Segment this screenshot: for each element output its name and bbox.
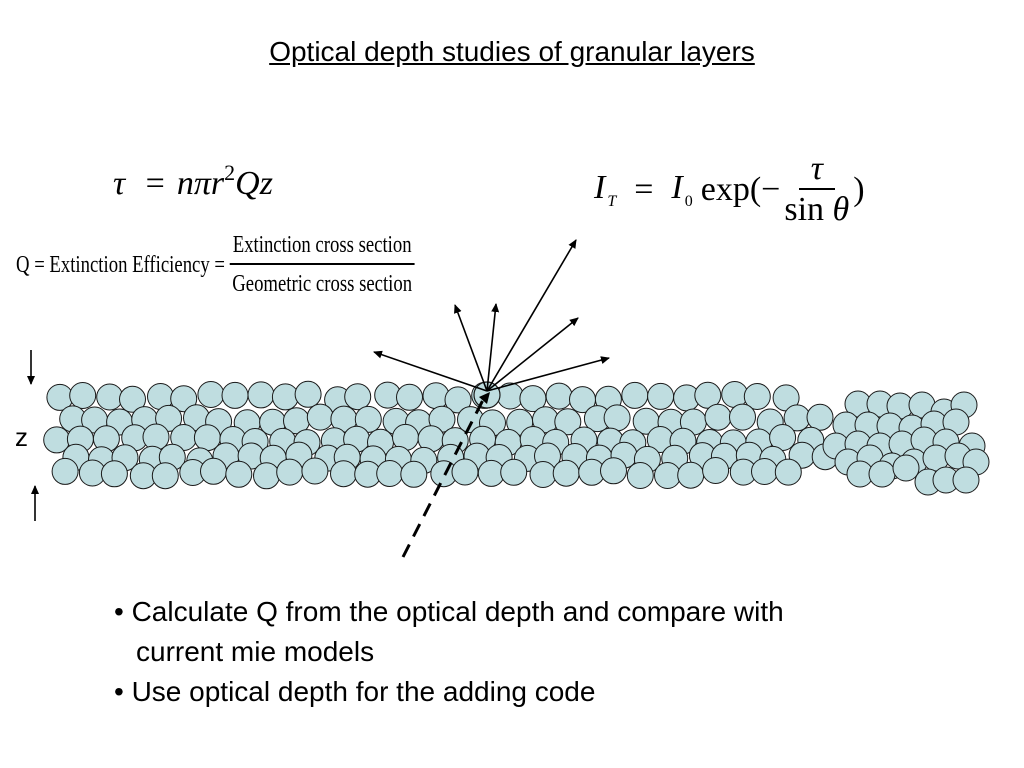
tau-symbol: τ [113,165,126,202]
particle [253,462,280,490]
tau-over-sin-theta: τ sin θ [784,150,849,230]
particle-layer [43,380,990,496]
particle [221,381,249,409]
particle [344,383,372,411]
particle [354,405,382,433]
particle [306,403,334,431]
particle [451,458,479,486]
sin-function: sin [784,191,825,228]
particle [444,386,472,414]
cross-section-fraction: Extinction cross section Geometric cross… [229,232,415,298]
incident-beam-line [401,395,487,558]
particle [197,381,225,408]
particle [170,385,198,413]
particle [677,461,705,489]
particle [400,460,428,488]
particle [743,383,771,410]
scattered-arrow [486,303,500,392]
scattered-rays [373,239,610,392]
particle [276,458,304,486]
scattered-arrow [373,350,488,392]
particle [704,403,732,431]
n-symbol: n [176,165,194,202]
scattered-arrow [454,304,488,392]
bullet-item: • Use optical depth for the adding code [114,672,784,712]
particle [545,382,573,410]
bullet-line-continued: current mie models [136,636,375,667]
particle [702,457,730,484]
particle [294,380,322,408]
particle [100,460,128,488]
particle [892,454,920,482]
particle [119,385,146,413]
theta-symbol: θ [832,191,850,228]
q-definition-lhs: Q = Extinction Efficiency = [16,251,225,278]
particle [774,458,802,486]
scattered-arrow [486,356,610,392]
close-paren: ) [853,171,865,208]
subscript-zero: 0 [684,193,693,210]
bullet-list: • Calculate Q from the optical depth and… [114,592,784,712]
particle [301,457,329,485]
particle [647,382,675,410]
particle [603,404,631,432]
particle [422,382,450,410]
particle [729,403,756,431]
particle [225,460,253,488]
particle [952,466,980,494]
layer-thickness-label: z [15,422,28,452]
intensity-symbol: I [594,169,606,206]
q-symbol: Q [235,165,260,202]
particle [151,462,179,490]
z-symbol: z [259,165,273,202]
intensity-zero-symbol: I [671,169,683,206]
subscript-t: T [607,193,617,210]
extinction-efficiency-definition: Q = Extinction Efficiency = Extinction c… [16,232,415,298]
particle [330,460,357,488]
bullet-line: • Calculate Q from the optical depth and… [114,596,784,627]
equals-sign: = [145,165,165,202]
slide-title: Optical depth studies of granular layers [269,36,755,67]
exponent: 2 [224,160,236,185]
particle [529,461,557,488]
particle [51,457,79,485]
particle [396,383,423,411]
extinction-cross-section: Extinction cross section [229,232,415,265]
particle [806,403,834,431]
particle [600,457,627,485]
thickness-arrows [27,350,39,521]
particle [751,458,778,485]
pi-symbol: π [193,165,211,202]
particle [554,408,582,436]
bullet-line: • Use optical depth for the adding code [114,676,596,707]
particle [376,460,404,487]
particle [621,381,649,409]
particle [271,383,299,411]
particle [69,382,97,409]
particle [96,383,124,411]
equals-sign: = [634,171,654,208]
exp-open: exp(− [700,171,781,208]
bullet-item: • Calculate Q from the optical depth and… [114,592,784,672]
particle [200,457,227,485]
particle [626,462,654,489]
r-symbol: r [210,165,225,202]
particle [654,462,681,489]
incident-beam-arrowhead [479,392,490,404]
scattered-arrow [486,239,577,392]
particle [500,458,528,486]
optical-depth-equation: τ = nπr2Qz [113,160,273,203]
particle [155,404,183,432]
particle [721,381,749,408]
tau-numerator: τ [810,150,823,187]
particle [552,459,580,487]
particle [247,381,275,409]
particle [868,460,896,488]
scattered-arrow [486,317,579,392]
geometric-cross-section: Geometric cross section [232,271,413,297]
particle [694,381,722,409]
